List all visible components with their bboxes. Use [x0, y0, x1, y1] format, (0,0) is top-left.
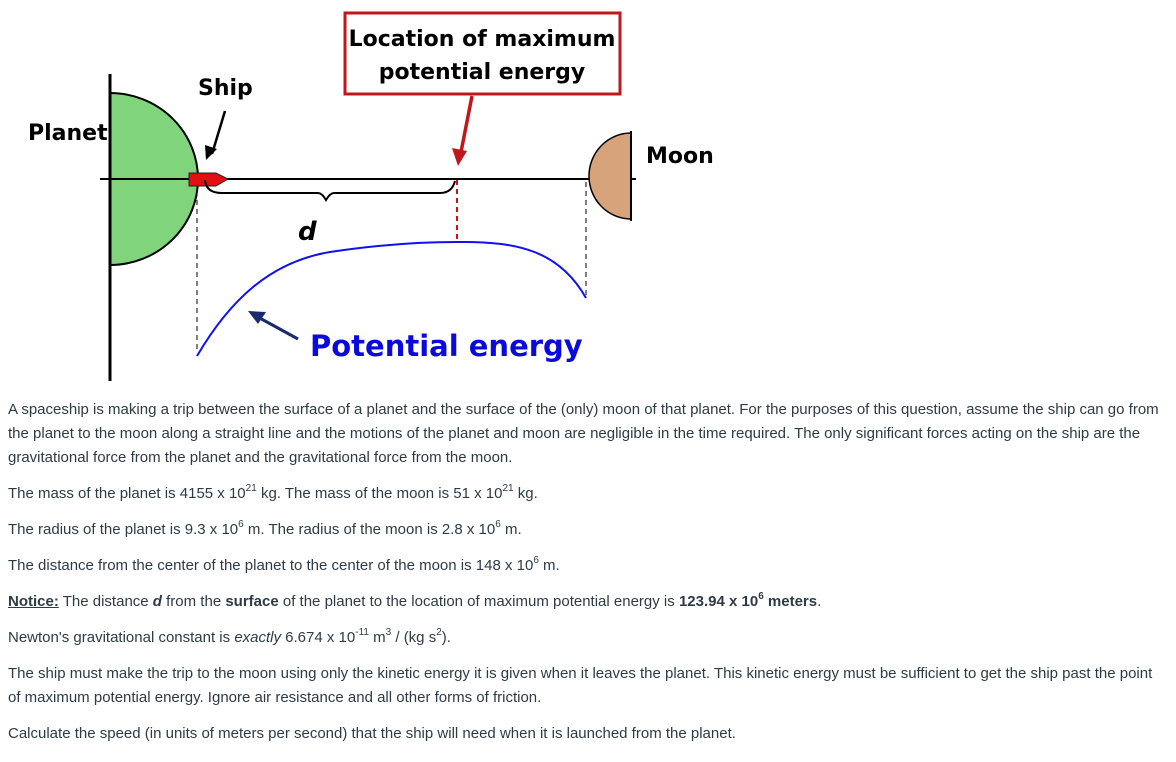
max-pe-callout-box: [343, 11, 622, 96]
pe-label: Potential energy: [310, 329, 583, 363]
mass-paragraph: The mass of the planet is 4155 x 1021 kg…: [8, 483, 538, 503]
d-brace: [204, 179, 456, 203]
question-paragraph: Calculate the speed (in units of meters …: [8, 725, 736, 742]
notice-paragraph: Notice: The distance d from the surface …: [8, 591, 822, 611]
ship-icon: [188, 172, 230, 187]
ship-arrow: [210, 110, 227, 155]
ship-label: Ship: [198, 76, 253, 101]
callout-line-1: Location of maximum: [349, 27, 616, 52]
pe-arrow: [255, 314, 299, 341]
callout-line-2: potential energy: [379, 60, 586, 85]
moon-shape: [588, 132, 632, 220]
distance-paragraph: The distance from the center of the plan…: [8, 555, 560, 575]
planet-label: Planet: [28, 121, 108, 146]
max-pe-arrow: [459, 95, 474, 153]
potential-energy-curve: [196, 240, 587, 357]
pe-arrow-head: [248, 311, 266, 324]
problem-text: A spaceship is making a trip between the…: [8, 398, 1168, 758]
radius-paragraph: The radius of the planet is 9.3 x 106 m.…: [8, 519, 522, 539]
ship-arrow-head: [205, 145, 217, 160]
ke-paragraph: The ship must make the trip to the moon …: [8, 665, 1153, 706]
orbit-diagram: Planet Ship Moon d Location of maximum p…: [28, 11, 714, 381]
d-label: d: [298, 217, 317, 247]
intro-paragraph: A spaceship is making a trip between the…: [8, 401, 1159, 466]
max-pe-arrow-head: [452, 148, 467, 166]
g-paragraph: Newton's gravitational constant is exact…: [8, 627, 451, 647]
moon-label: Moon: [646, 144, 714, 169]
